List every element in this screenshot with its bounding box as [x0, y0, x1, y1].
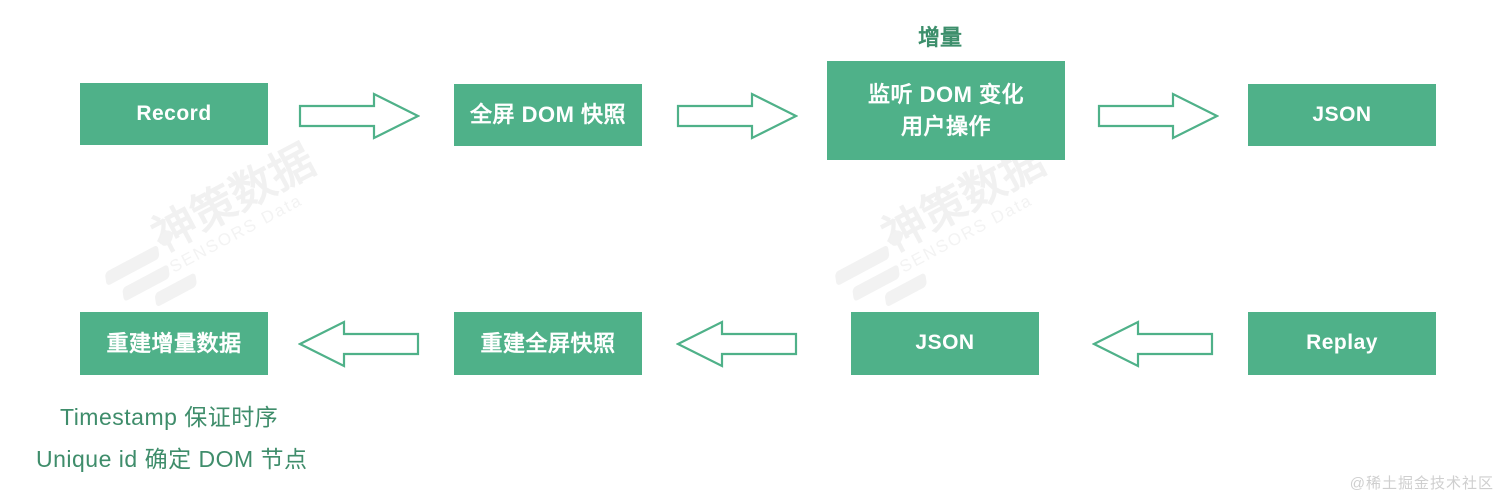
node-json-bottom[interactable]: JSON — [851, 312, 1039, 375]
arrow-json-to-snapshot-icon — [676, 318, 798, 370]
node-replay[interactable]: Replay — [1248, 312, 1436, 375]
watermark-logo-marks-right — [819, 191, 958, 309]
node-rebuild-snapshot[interactable]: 重建全屏快照 — [454, 312, 642, 375]
node-record[interactable]: Record — [80, 83, 268, 145]
footnote-timestamp: Timestamp 保证时序 — [60, 404, 279, 430]
arrow-snapshot-to-listen-icon — [676, 90, 798, 142]
incremental-caption: 增量 — [918, 25, 963, 50]
arrow-record-to-snapshot-icon — [298, 90, 420, 142]
arrow-replay-to-json-icon — [1092, 318, 1214, 370]
node-rebuild-incremental[interactable]: 重建增量数据 — [80, 312, 268, 375]
node-dom-listen[interactable]: 监听 DOM 变化 用户操作 — [827, 61, 1065, 160]
footnote-unique-id: Unique id 确定 DOM 节点 — [36, 446, 308, 472]
watermark-logo-marks-left — [89, 191, 228, 309]
arrow-snapshot-to-rebuild-icon — [298, 318, 420, 370]
node-dom-snapshot[interactable]: 全屏 DOM 快照 — [454, 84, 642, 146]
arrow-listen-to-json-icon — [1097, 90, 1219, 142]
credit-watermark: @稀土掘金技术社区 — [1349, 475, 1494, 492]
node-json-top[interactable]: JSON — [1248, 84, 1436, 146]
